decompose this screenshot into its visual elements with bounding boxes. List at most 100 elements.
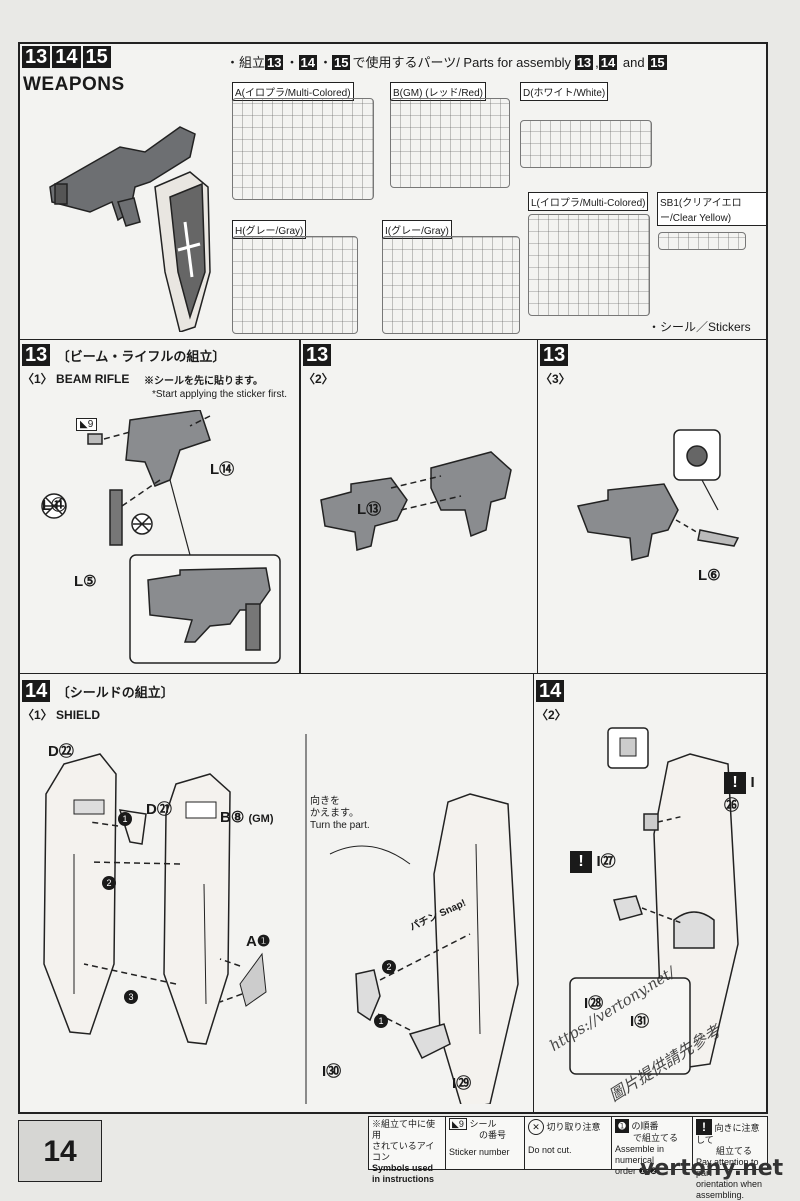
step14-panel-2: 14 〈2〉 ! I㉖ ! I㉗ I㉘ I㉛: [534, 674, 766, 1114]
part-label-b8: B⑧: [220, 809, 245, 826]
step-ref: 13: [265, 55, 284, 70]
runner-label-h: H(グレー/Gray): [232, 220, 307, 239]
shield-step2-diagram: [569, 727, 739, 1075]
step14-panel-1: 14 〔シールドの組立〕 〈1〉 SHIELD: [20, 674, 534, 1114]
sequence-marker: 2: [102, 876, 116, 890]
legend-heading-en1: Symbols used: [372, 1163, 434, 1173]
legend-orient-en1: Pay attention to part: [696, 1157, 759, 1178]
step-ref: 15: [331, 55, 351, 70]
legend-order-jp1: の順番: [631, 1121, 659, 1131]
step-number: 13: [22, 344, 51, 366]
substep-index: 〈2〉: [536, 708, 567, 722]
parts-heading-and: and: [622, 55, 645, 70]
stickers-note: ・シール／Stickers: [648, 320, 751, 334]
sequence-marker: 1: [374, 1014, 388, 1028]
substep-label: 〈1〉 SHIELD: [22, 706, 100, 723]
runner-label-d: D(ホワイト/White): [520, 82, 609, 101]
runner-l: [528, 214, 650, 316]
step13-panel-3: 13 〈3〉 L⑥: [538, 340, 766, 674]
legend-sticker-en: Sticker number: [449, 1147, 510, 1157]
step-number: 13: [22, 46, 51, 68]
beam-rifle-step2-diagram: [320, 451, 512, 551]
runner-a: [232, 98, 374, 200]
part-label: I㉚: [322, 1063, 342, 1080]
runner-d: [520, 120, 652, 168]
part-label: L⑤: [74, 573, 97, 590]
part-label: I㉖: [724, 774, 755, 814]
beam-rifle-step1-diagram: [41, 410, 281, 664]
sticker-number-badge: ◣9: [76, 418, 98, 431]
legend-heading-jp2: されているアイコン: [372, 1141, 435, 1162]
runner-i: [382, 236, 520, 334]
legend-order-en1: Assemble in numerical: [615, 1144, 665, 1165]
legend-cut-jp: 切り取り注意: [546, 1122, 601, 1132]
step-ref: 14: [598, 55, 618, 70]
step-title: 〔ビーム・ライフルの組立〕: [56, 349, 226, 364]
warning-icon: !: [696, 1119, 712, 1135]
runner-label-sb1: SB1(クリアイエロー/Clear Yellow): [657, 192, 766, 226]
substep-index: 〈3〉: [540, 372, 571, 386]
substep-index: 〈2〉: [303, 372, 334, 386]
step13-3-header: 13: [540, 344, 570, 366]
substep-name: SHIELD: [56, 708, 101, 722]
runner-label-i: I(グレー/Gray): [382, 220, 452, 239]
step14-header: 14 〔シールドの組立〕: [22, 680, 174, 702]
orientation-warning: ! I㉗: [570, 850, 616, 873]
substep-label: 〈1〉 BEAM RIFLE: [22, 370, 129, 387]
turn-note-en: Turn the part.: [310, 820, 370, 831]
legend-sticker-jp1: シール: [469, 1119, 497, 1129]
turn-note-jp1: 向きを: [310, 796, 340, 807]
legend-cut: ✕ 切り取り注意 Do not cut.: [525, 1117, 612, 1169]
part-label: I㉗: [596, 853, 616, 870]
runner-label-a: A(イロプラ/Multi-Colored): [232, 82, 354, 101]
icon-legend: ※組立て中に使用 されているアイコン Symbols used in instr…: [368, 1116, 768, 1200]
step-number: 13: [540, 344, 569, 366]
legend-order: ➊ の順番 で組立てる Assemble in numerical order …: [612, 1117, 693, 1176]
part-label: L⑥: [698, 567, 721, 584]
runner-label-l: L(イロプラ/Multi-Colored): [528, 192, 649, 211]
step-number: 14: [22, 680, 51, 702]
part-label: I㉙: [452, 1075, 472, 1092]
shield-step1-diagram: [43, 734, 519, 1104]
step-title: 〔シールドの組立〕: [56, 685, 174, 700]
parts-heading-prefix: ・組立: [226, 55, 266, 70]
step-number: 14: [536, 680, 565, 702]
part-note: (GM): [248, 813, 274, 825]
substep-index: 〈1〉: [22, 708, 53, 722]
step13-2-header: 13: [303, 344, 333, 366]
beam-rifle-step3-diagram: [576, 429, 740, 561]
orientation-warning: ! I㉖: [724, 772, 766, 815]
part-label: B⑧ (GM): [220, 808, 274, 826]
warning-icon: !: [724, 772, 746, 794]
legend-cut-en: Do not cut.: [528, 1145, 572, 1155]
part-label: I㉘: [584, 995, 604, 1012]
legend-orient-jp2: 組立てる: [716, 1146, 753, 1156]
page-number: 14: [18, 1120, 102, 1182]
legend-orient-jp1: 向きに注意して: [696, 1123, 760, 1145]
sticker-number: 9: [87, 419, 94, 430]
legend-order-jp2: で組立てる: [633, 1133, 679, 1143]
part-label: L⑪: [42, 497, 67, 514]
runner-label-b: B(GM) (レッド/Red): [390, 82, 486, 101]
legend-heading-en2: in instructions: [372, 1174, 435, 1184]
substep-index: 〈1〉: [22, 372, 53, 386]
sequence-marker: 3: [124, 990, 138, 1004]
part-label: D㉒: [48, 743, 74, 760]
step-number: 13: [303, 344, 332, 366]
parts-heading-text: で使用するパーツ/ Parts for assembly: [352, 55, 572, 70]
step13-header: 13 〔ビーム・ライフルの組立〕: [22, 344, 225, 366]
sequence-marker: 1: [118, 812, 132, 826]
watermark-site: vertony.net: [640, 1156, 784, 1181]
page-title: WEAPONS: [23, 74, 125, 95]
legend-orientation: ! 向きに注意して 組立てる Pay attention to part ori…: [693, 1117, 767, 1200]
step13-panel-1: 13 〔ビーム・ライフルの組立〕 〈1〉 BEAM RIFLE ※シールを先に貼…: [20, 340, 300, 674]
order-icon: ➊: [615, 1119, 629, 1133]
part-label: L⑭: [210, 461, 235, 478]
part-label: D㉑: [146, 801, 172, 818]
part-label: A❶: [246, 933, 271, 950]
legend-sticker-jp2: の番号: [479, 1130, 507, 1140]
step-ref: 14: [298, 55, 317, 70]
legend-order-en2: order ❶-❷.: [615, 1166, 661, 1176]
